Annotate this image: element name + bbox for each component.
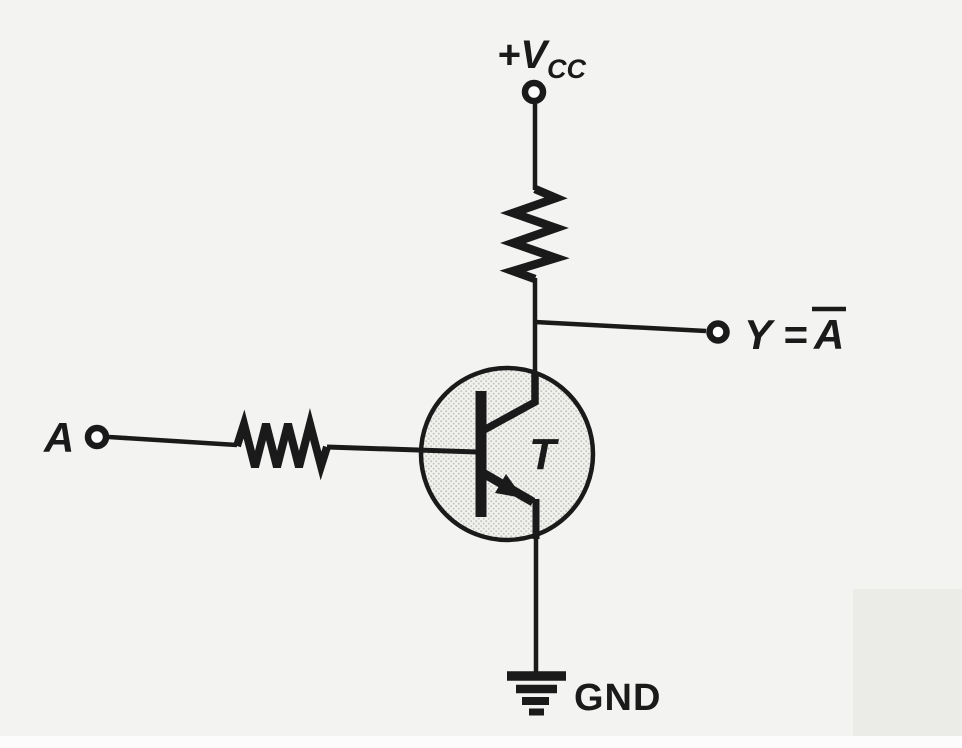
base-resistor [233, 408, 331, 481]
circuit-ink [84, 79, 846, 716]
output-label-lhs: Y = [744, 311, 807, 358]
vcc-label-subscript: CC [547, 54, 586, 84]
input-terminal [84, 424, 110, 450]
base-wire [326, 444, 478, 455]
page-shade-patch [853, 589, 962, 737]
output-wire [534, 319, 707, 334]
vcc-label-prefix: +V [497, 33, 550, 77]
input-label: A [43, 414, 74, 461]
transistor-label: T [529, 430, 559, 479]
input-wire [108, 434, 238, 448]
ground-symbol [507, 671, 566, 716]
pullup-resistor [499, 185, 570, 283]
transistor-body-circle [418, 365, 596, 543]
output-terminal [706, 320, 730, 344]
circuit-labels: +VCC A Y = A T GND [43, 33, 844, 719]
emitter-arrow [495, 474, 523, 498]
page-edge-strip [0, 736, 962, 748]
ground-label: GND [574, 677, 661, 719]
vcc-terminal [521, 79, 547, 105]
vcc-label: +VCC [497, 33, 587, 84]
output-label-var: A [813, 311, 844, 358]
transistor-collector [482, 372, 539, 434]
